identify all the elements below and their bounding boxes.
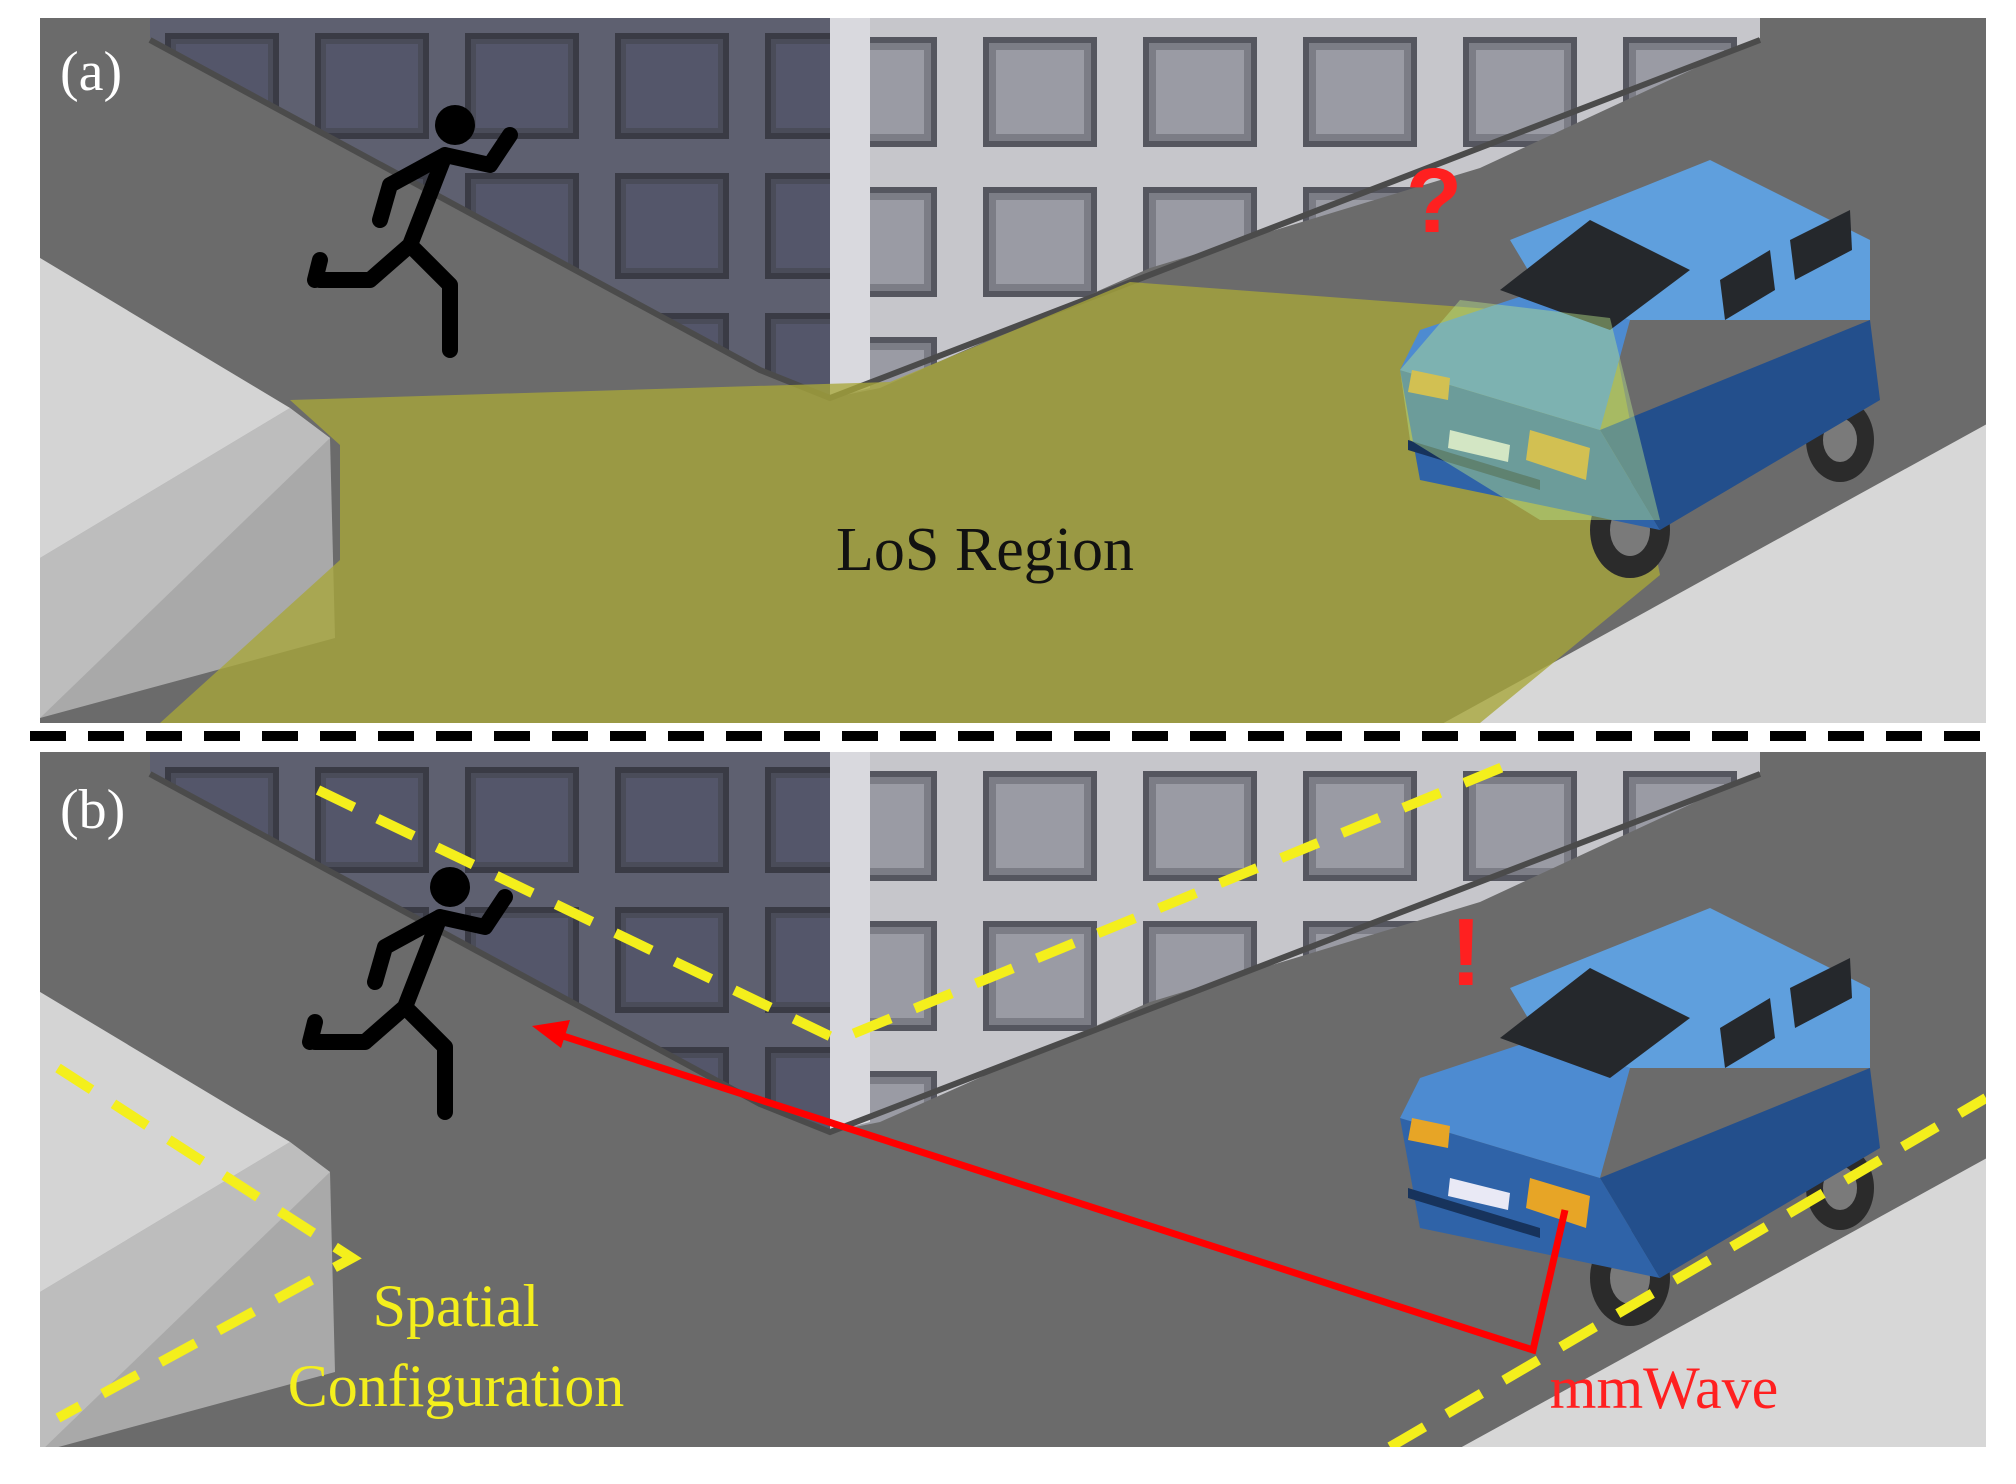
spatial-configuration-lines: [55, 755, 1986, 1447]
panel-a-label: (a): [60, 41, 122, 103]
los-region: [160, 282, 1660, 723]
question-marker: ?: [1406, 150, 1462, 252]
mmwave-arrowhead: [532, 1020, 570, 1048]
exclamation-marker: !: [1450, 899, 1482, 1006]
los-region-label: LoS Region: [836, 516, 1134, 584]
mmwave-label: mmWave: [1550, 1355, 1778, 1421]
panel-a: [0, 18, 2016, 723]
spatial-configuration-label-line2: Configuration: [288, 1353, 625, 1419]
panel-b-label: (b): [60, 779, 125, 841]
spatial-configuration-label-line1: Spatial: [373, 1273, 540, 1339]
mmwave-signal-path: [558, 1031, 1569, 1355]
panel-b: [0, 752, 1986, 1447]
